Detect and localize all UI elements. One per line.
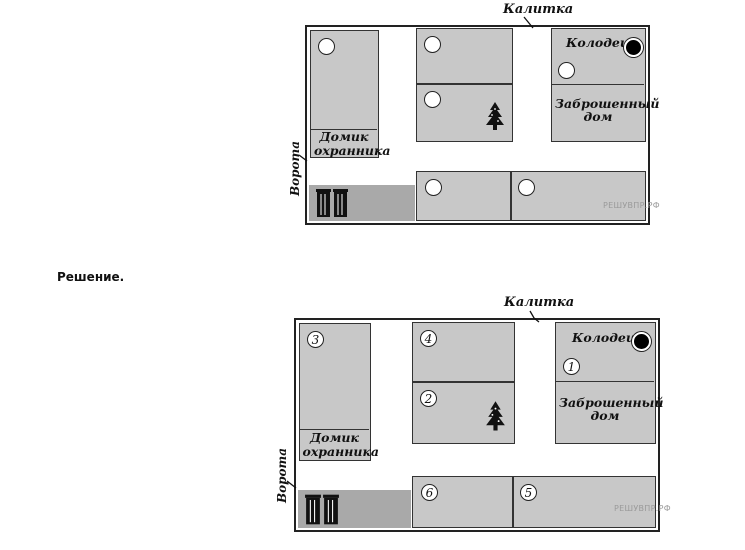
well-label: Колодец bbox=[572, 330, 636, 345]
watermark: РЕШУВПР.РФ bbox=[614, 504, 671, 513]
gates-leader-line bbox=[298, 154, 308, 162]
abandoned-house-plot: Колодец Заброшенный дом bbox=[551, 28, 660, 142]
gates-label: Ворота bbox=[275, 447, 289, 503]
plot-number-6: 6 bbox=[421, 484, 438, 501]
guard-house-label: Домик охранника bbox=[302, 430, 380, 459]
plot-marker-circle bbox=[424, 91, 441, 108]
guard-house-label: Домик охранника bbox=[314, 129, 391, 158]
gates-label: Ворота bbox=[288, 140, 302, 196]
lower-middle-plot bbox=[416, 171, 511, 221]
well-icon bbox=[624, 38, 643, 57]
solution-heading: Решение. bbox=[57, 270, 125, 284]
plot-marker-circle bbox=[558, 62, 575, 79]
plot-marker-circle bbox=[318, 38, 335, 55]
guard-plot: 3 Домик охранника bbox=[299, 323, 380, 461]
abandoned-house: Заброшенный дом bbox=[556, 381, 664, 442]
well-icon bbox=[632, 332, 651, 351]
plot-number-2: 2 bbox=[420, 390, 437, 407]
well-label: Колодец bbox=[566, 35, 630, 50]
plot-number-3: 3 bbox=[307, 331, 324, 348]
gates-leader-line bbox=[286, 480, 297, 489]
fir-tree-icon bbox=[486, 401, 505, 431]
plot-number-1: 1 bbox=[563, 358, 580, 375]
abandoned-house-label: Заброшенный дом bbox=[555, 96, 660, 125]
abandoned-house-plot: Колодец 1 Заброшенный дом bbox=[555, 322, 664, 444]
trash-bin-icon bbox=[316, 189, 348, 217]
plot-number-5: 5 bbox=[520, 484, 537, 501]
watermark: РЕШУВПР.РФ bbox=[603, 201, 660, 210]
plot-marker-circle bbox=[518, 179, 535, 196]
bottom-plan: 3 Домик охранника 4 2 Колодец 1 Заброшен… bbox=[275, 295, 671, 532]
plot-marker-circle bbox=[425, 179, 442, 196]
guard-house: Домик охранника bbox=[300, 429, 380, 459]
tree-plot: 2 bbox=[412, 382, 515, 444]
tree-plot bbox=[416, 84, 513, 142]
upper-middle-plot: 4 bbox=[412, 322, 515, 382]
lower-right-plot: 5 bbox=[513, 476, 656, 528]
gate-label: Калитка bbox=[503, 2, 574, 17]
lower-right-plot bbox=[511, 171, 646, 221]
lower-middle-plot: 6 bbox=[412, 476, 513, 528]
gate-leader-line bbox=[529, 310, 540, 323]
guard-plot: Домик охранника bbox=[310, 30, 391, 158]
abandoned-house: Заброшенный дом bbox=[552, 84, 660, 140]
top-plan: Домик охранника Колодец Заброшенный дом bbox=[288, 2, 660, 225]
gate-leader-line bbox=[523, 16, 534, 29]
abandoned-house-label: Заброшенный дом bbox=[559, 395, 664, 424]
upper-middle-plot bbox=[416, 28, 513, 84]
trash-bin-icon bbox=[305, 494, 339, 525]
gate-label: Калитка bbox=[504, 295, 575, 310]
guard-house: Домик охранника bbox=[311, 129, 391, 158]
plot-number-4: 4 bbox=[420, 330, 437, 347]
plot-marker-circle bbox=[424, 36, 441, 53]
fir-tree-icon bbox=[486, 102, 504, 130]
